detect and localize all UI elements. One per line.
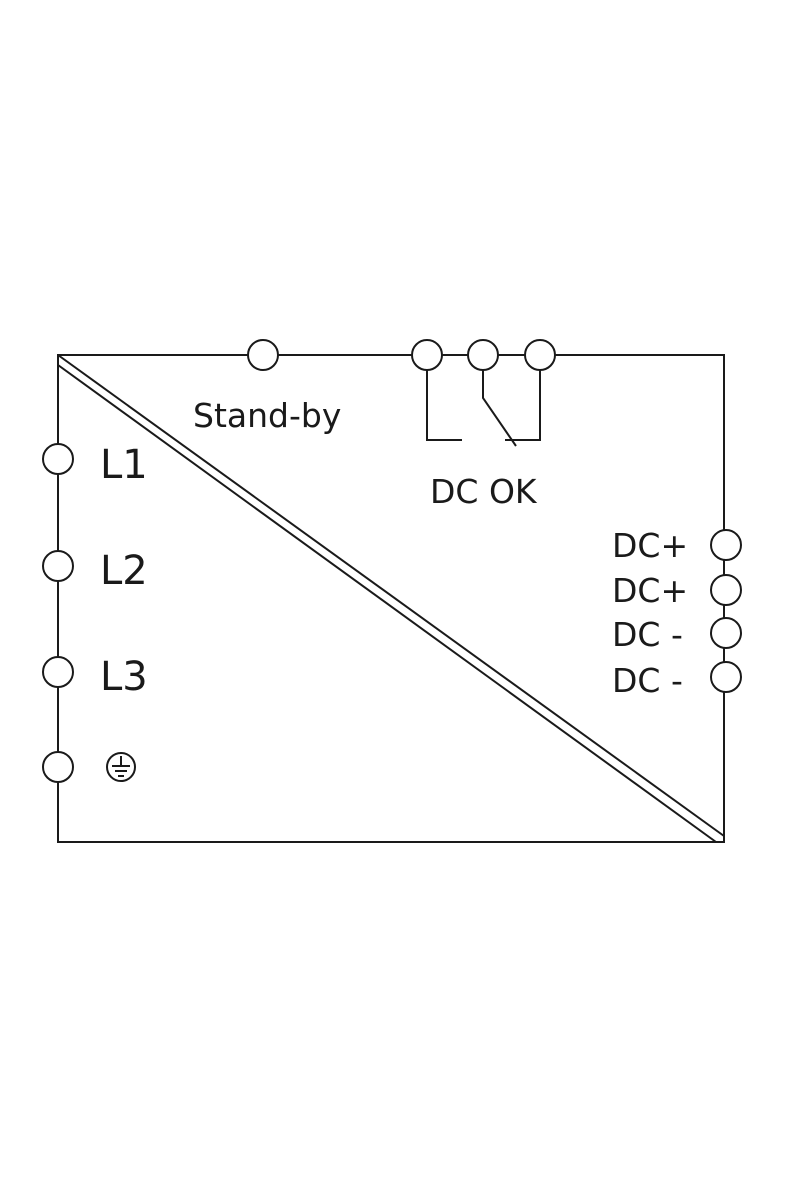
terminal-pe — [42, 751, 74, 783]
label-dc-plus-1: DC+ — [612, 526, 688, 565]
label-dc-minus-2: DC - — [612, 661, 683, 700]
terminal-standby — [247, 339, 279, 371]
terminal-dc-minus-1 — [710, 617, 742, 649]
terminal-dcok-1 — [411, 339, 443, 371]
terminal-dc-minus-2 — [710, 661, 742, 693]
label-l3: L3 — [100, 654, 148, 700]
converter-diagonal-lower — [57, 364, 717, 843]
protective-earth-icon — [106, 752, 136, 782]
label-dc-ok: DC OK — [430, 472, 538, 511]
label-dc-minus-1: DC - — [612, 615, 683, 654]
label-standby: Stand-by — [193, 396, 341, 435]
label-dc-plus-2: DC+ — [612, 571, 688, 610]
converter-diagonal-upper — [57, 354, 725, 837]
terminal-l2 — [42, 550, 74, 582]
terminal-l1 — [42, 443, 74, 475]
label-l1: L1 — [100, 442, 148, 488]
terminal-dc-plus-2 — [710, 574, 742, 606]
dc-ok-relay-contact — [426, 370, 541, 447]
terminal-l3 — [42, 656, 74, 688]
terminal-dc-plus-1 — [710, 529, 742, 561]
label-l2: L2 — [100, 548, 148, 594]
terminal-dcok-3 — [524, 339, 556, 371]
terminal-dcok-2 — [467, 339, 499, 371]
